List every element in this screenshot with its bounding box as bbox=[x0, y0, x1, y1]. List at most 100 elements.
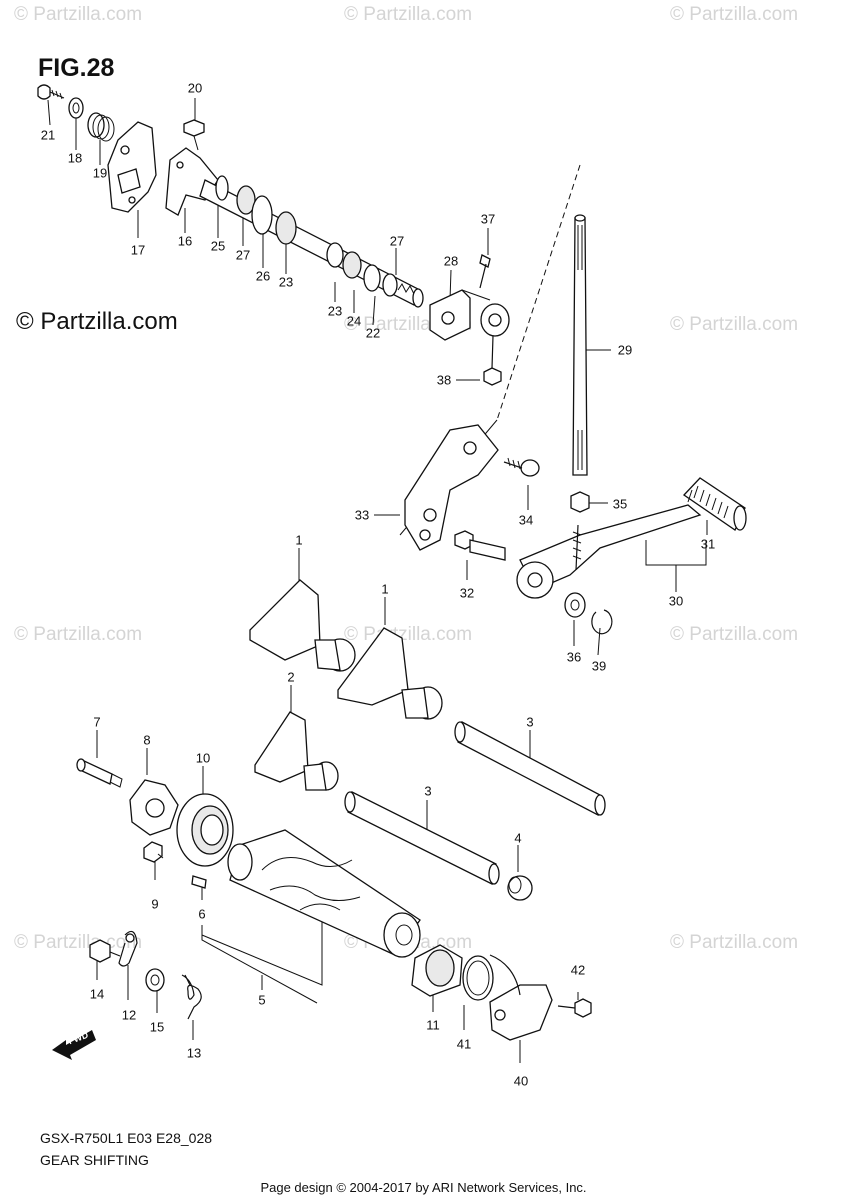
callout-20: 20 bbox=[187, 80, 203, 96]
watermark: © Partzilla.com bbox=[670, 624, 799, 645]
callout-13: 13 bbox=[186, 1045, 202, 1061]
callout-36: 36 bbox=[566, 649, 582, 665]
callout-1a: 1 bbox=[295, 532, 303, 548]
drum-5 bbox=[227, 829, 421, 958]
pin-7 bbox=[76, 758, 123, 788]
callout-15: 15 bbox=[149, 1019, 165, 1035]
collar-15 bbox=[145, 968, 165, 992]
footpeg-31 bbox=[683, 477, 747, 531]
callout-4: 4 bbox=[514, 830, 522, 846]
washer-18 bbox=[68, 97, 84, 119]
lever-28 bbox=[429, 289, 491, 341]
callout-41: 41 bbox=[456, 1036, 472, 1052]
callout-6: 6 bbox=[198, 906, 206, 922]
callout-16: 16 bbox=[177, 233, 193, 249]
diagram-caption: GEAR SHIFTING bbox=[40, 1152, 149, 1168]
callout-2: 2 bbox=[287, 669, 295, 685]
callout-37: 37 bbox=[480, 211, 496, 227]
watermark: © Partzilla.com bbox=[344, 4, 473, 25]
callout-25: 25 bbox=[210, 238, 226, 254]
partzilla-watermark: © Partzilla.com bbox=[16, 308, 178, 335]
bolt-37 bbox=[479, 254, 491, 289]
model-code: GSX-R750L1 E03 E28_028 bbox=[40, 1130, 213, 1146]
bolt-42 bbox=[557, 998, 592, 1018]
fork-1a bbox=[249, 579, 356, 672]
callout-11: 11 bbox=[426, 1017, 440, 1033]
bolt-34 bbox=[503, 457, 540, 477]
watermark: © Partzilla.com bbox=[14, 624, 143, 645]
rod-29 bbox=[572, 214, 588, 476]
bolt-9 bbox=[143, 841, 164, 863]
bolt-21 bbox=[37, 84, 65, 100]
rod-end-upper bbox=[480, 303, 510, 369]
callout-22: 22 bbox=[365, 325, 381, 341]
callout-27a: 27 bbox=[235, 247, 251, 263]
callout-21: 21 bbox=[40, 127, 56, 143]
bracket-33 bbox=[404, 424, 499, 551]
callout-8: 8 bbox=[143, 732, 151, 748]
watermark: © Partzilla.com bbox=[670, 4, 799, 25]
fwd-arrow-icon bbox=[52, 1030, 96, 1060]
callout-12: 12 bbox=[121, 1007, 137, 1023]
washer-36 bbox=[564, 592, 586, 618]
callout-31: 31 bbox=[700, 536, 716, 552]
callout-29: 29 bbox=[617, 342, 633, 358]
bolt-14 bbox=[89, 939, 121, 963]
callout-42: 42 bbox=[570, 962, 586, 978]
bolt-32 bbox=[454, 530, 506, 561]
figure-title: FIG.28 bbox=[38, 54, 115, 82]
shift-shaft bbox=[199, 175, 424, 308]
callout-34: 34 bbox=[518, 512, 534, 528]
callout-27b: 27 bbox=[389, 233, 405, 249]
callout-5: 5 bbox=[258, 992, 266, 1008]
clip-39 bbox=[591, 609, 613, 635]
bearing-11 bbox=[411, 944, 463, 997]
callout-3b: 3 bbox=[424, 783, 432, 799]
leader-lines bbox=[47, 98, 708, 1063]
callout-26: 26 bbox=[255, 268, 271, 284]
plug-4 bbox=[507, 875, 533, 901]
spring-13 bbox=[181, 974, 202, 1020]
callout-10: 10 bbox=[195, 750, 211, 766]
plate-17 bbox=[107, 121, 157, 213]
callout-24: 24 bbox=[346, 313, 362, 329]
callout-1b: 1 bbox=[381, 581, 389, 597]
watermark: © Partzilla.com bbox=[14, 4, 143, 25]
fork-2 bbox=[254, 711, 339, 791]
callout-3a: 3 bbox=[526, 714, 534, 730]
callout-18: 18 bbox=[67, 150, 83, 166]
nut-35 bbox=[570, 491, 590, 513]
cam-8 bbox=[129, 779, 179, 836]
bearing-10 bbox=[176, 793, 234, 867]
footer-copyright: Page design © 2004-2017 by ARI Network S… bbox=[260, 1180, 587, 1195]
callout-30: 30 bbox=[668, 593, 684, 609]
fork-shaft-3b bbox=[344, 791, 500, 885]
callout-39: 39 bbox=[591, 658, 607, 674]
stopper-12 bbox=[118, 930, 138, 967]
callout-19: 19 bbox=[92, 165, 108, 181]
watermark: © Partzilla.com bbox=[670, 932, 799, 953]
arm-16 bbox=[165, 147, 219, 216]
callout-23b: 23 bbox=[327, 303, 343, 319]
pedal-30 bbox=[516, 504, 702, 599]
nut-38 bbox=[483, 367, 502, 386]
callout-7: 7 bbox=[93, 714, 101, 730]
washer-41 bbox=[462, 955, 494, 1001]
callout-9: 9 bbox=[151, 896, 159, 912]
callout-17: 17 bbox=[130, 242, 146, 258]
callout-14: 14 bbox=[89, 986, 105, 1002]
spring-19 bbox=[87, 112, 115, 142]
callout-32: 32 bbox=[459, 585, 475, 601]
fork-shaft-3a bbox=[454, 721, 606, 817]
fork-1b bbox=[337, 627, 443, 720]
callout-35: 35 bbox=[612, 496, 628, 512]
arm-40 bbox=[489, 954, 553, 1041]
watermark: © Partzilla.com bbox=[670, 314, 799, 335]
callout-33: 33 bbox=[354, 507, 370, 523]
bolt-20 bbox=[183, 119, 205, 151]
callout-23a: 23 bbox=[278, 274, 294, 290]
callout-40: 40 bbox=[513, 1073, 529, 1089]
pin-6 bbox=[191, 875, 207, 889]
